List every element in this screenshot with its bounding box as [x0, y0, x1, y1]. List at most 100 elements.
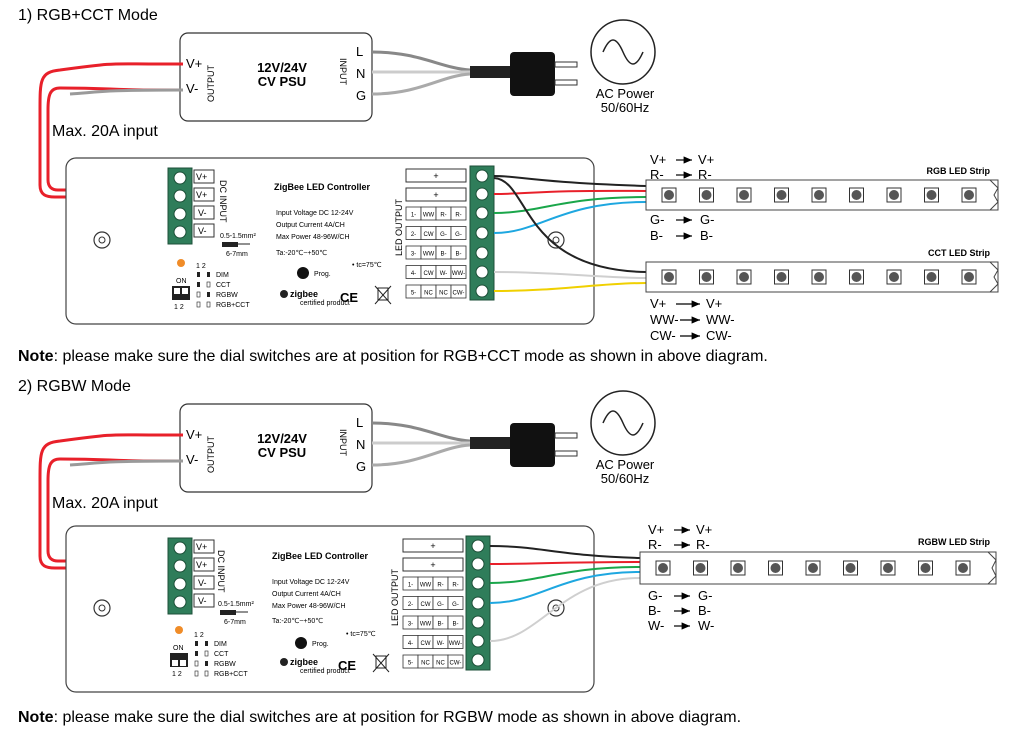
strip-label-left: V+	[648, 522, 664, 537]
strip-name: RGBW LED Strip	[918, 537, 990, 547]
psu-output-label: OUTPUT	[206, 65, 216, 103]
mode-label: RGB+CCT	[216, 302, 250, 309]
zigbee-icon	[280, 290, 288, 298]
psu-vplus-label: V+	[186, 56, 202, 71]
output-table-cell: WW	[420, 622, 432, 628]
strip-label-right: R-	[696, 537, 710, 552]
controller-title: ZigBee LED Controller	[274, 182, 371, 192]
led-chip-lens	[845, 563, 856, 573]
spec-temperature: Ta:-20℃~+50℃	[272, 618, 323, 625]
zigbee-certified: certified product	[300, 300, 350, 307]
output-table-cell: G-	[437, 602, 444, 608]
prog-label: Prog.	[312, 641, 329, 648]
mode-label: DIM	[214, 641, 227, 648]
strip-label-left: WW-	[650, 312, 679, 327]
output-table-cell: G-	[440, 232, 447, 238]
ac-cable	[371, 421, 578, 467]
output-table-cell: WW	[423, 213, 435, 219]
output-table-cell: B-	[438, 622, 444, 628]
weee-bin-icon	[372, 653, 390, 673]
dip-numbers: 1 2	[174, 304, 184, 311]
led-chip-lens	[926, 272, 937, 282]
output-table-cell: 2-	[408, 602, 413, 608]
output-table-cell-box	[447, 635, 464, 649]
output-table-cell: 2-	[411, 232, 416, 238]
led-chip-lens	[695, 563, 706, 573]
output-table-cell-box	[447, 654, 464, 669]
strip-label-left: B-	[648, 603, 661, 618]
output-plus: +	[430, 560, 435, 570]
spec-temperature: Ta:-20℃~+50℃	[276, 250, 327, 257]
psu-box: V+ V- OUTPUT 12V/24V CV PSU INPUT L N G	[179, 403, 373, 493]
wire-spec-label: 0.5-1.5mm²	[218, 601, 254, 608]
output-table-cell-box	[447, 596, 464, 610]
output-table-cell: 3-	[411, 252, 416, 258]
zigbee-logo: zigbee	[290, 289, 318, 299]
dc-input-label: DC INPUT	[216, 550, 226, 593]
output-table-cell: R-	[440, 213, 446, 219]
section-heading: 1) RGB+CCT Mode	[18, 7, 158, 24]
spec-tc: • tc=75℃	[352, 262, 382, 269]
mode-label: CCT	[216, 282, 231, 289]
note-bold: Note	[18, 348, 54, 365]
psu-output-label: OUTPUT	[206, 436, 216, 474]
psu-title-line1: 12V/24V	[257, 431, 307, 446]
led-output-wires	[489, 545, 641, 642]
spec-output-current: Output Current 4A/CH	[272, 591, 341, 598]
output-table-cell: CW	[421, 602, 431, 608]
ce-mark: CE	[338, 658, 356, 673]
section-rgb-cct: 1) RGB+CCT Mode V+ V- OUTPUT 12V/24V CV …	[18, 7, 999, 365]
terminal-label: V-	[198, 578, 207, 588]
strip-name: CCT LED Strip	[928, 248, 991, 258]
led-chip-lens	[664, 272, 674, 282]
prog-label: Prog.	[314, 271, 331, 278]
psu-l-label: L	[356, 415, 363, 430]
mode-label: RGBW	[216, 292, 238, 299]
max-input-label: Max. 20A input	[52, 495, 158, 512]
note-bold: Note	[18, 709, 54, 726]
strip-label-right: B-	[700, 228, 713, 243]
terminal-label: V-	[198, 596, 207, 606]
output-table-cell: CW	[424, 232, 434, 238]
led-chip-lens	[701, 272, 712, 282]
note: Note: please make sure the dial switches…	[18, 348, 768, 365]
output-table-cell: 3-	[408, 622, 413, 628]
wire-strip-icon	[222, 242, 238, 247]
psu-title-line2: CV PSU	[258, 445, 306, 460]
prog-button[interactable]	[297, 267, 309, 279]
strip-label-right: G-	[698, 588, 712, 603]
led-chip-lens	[964, 272, 974, 282]
led-chip-lens	[889, 190, 899, 200]
prog-button[interactable]	[295, 637, 307, 649]
output-table-cell: B-	[441, 252, 447, 258]
output-plus: +	[433, 190, 438, 200]
strip-label-right: V+	[696, 522, 712, 537]
dc-input-label: DC INPUT	[218, 180, 228, 223]
led-output-wires	[493, 175, 647, 292]
led-chip-lens	[701, 190, 712, 200]
led-chips	[661, 269, 977, 285]
led-controller: V+ V+ V- V- DC INPUT 0.5-1.5mm² 6-7mm Zi…	[65, 157, 595, 325]
output-table-cell: 1-	[411, 213, 416, 219]
dip-legend	[194, 641, 209, 677]
output-table-cell: NC	[436, 661, 445, 667]
output-table-cell: W-	[440, 271, 448, 277]
weee-bin-icon	[374, 285, 392, 305]
led-chip-lens	[814, 272, 824, 282]
section-rgbw: 2) RGBW Mode V+ V- OUTPUT 12V/24V CV PSU…	[18, 378, 997, 726]
strip-label-left: R-	[650, 167, 664, 182]
strip-label-right: G-	[700, 212, 714, 227]
output-table-cell: 4-	[411, 271, 416, 277]
ac-power-label: AC Power	[596, 457, 655, 472]
psu-input-label: INPUT	[338, 58, 348, 86]
strip-label-left: V+	[650, 152, 666, 167]
led-chips	[661, 187, 977, 203]
psu-n-label: N	[356, 437, 365, 452]
led-chip-lens	[658, 563, 668, 573]
output-table-cell: G-	[452, 602, 459, 608]
dip-numbers: 1 2	[172, 671, 182, 678]
strip-label-left: V+	[650, 296, 666, 311]
strip-label-left: G-	[648, 588, 662, 603]
zigbee-icon	[280, 658, 288, 666]
